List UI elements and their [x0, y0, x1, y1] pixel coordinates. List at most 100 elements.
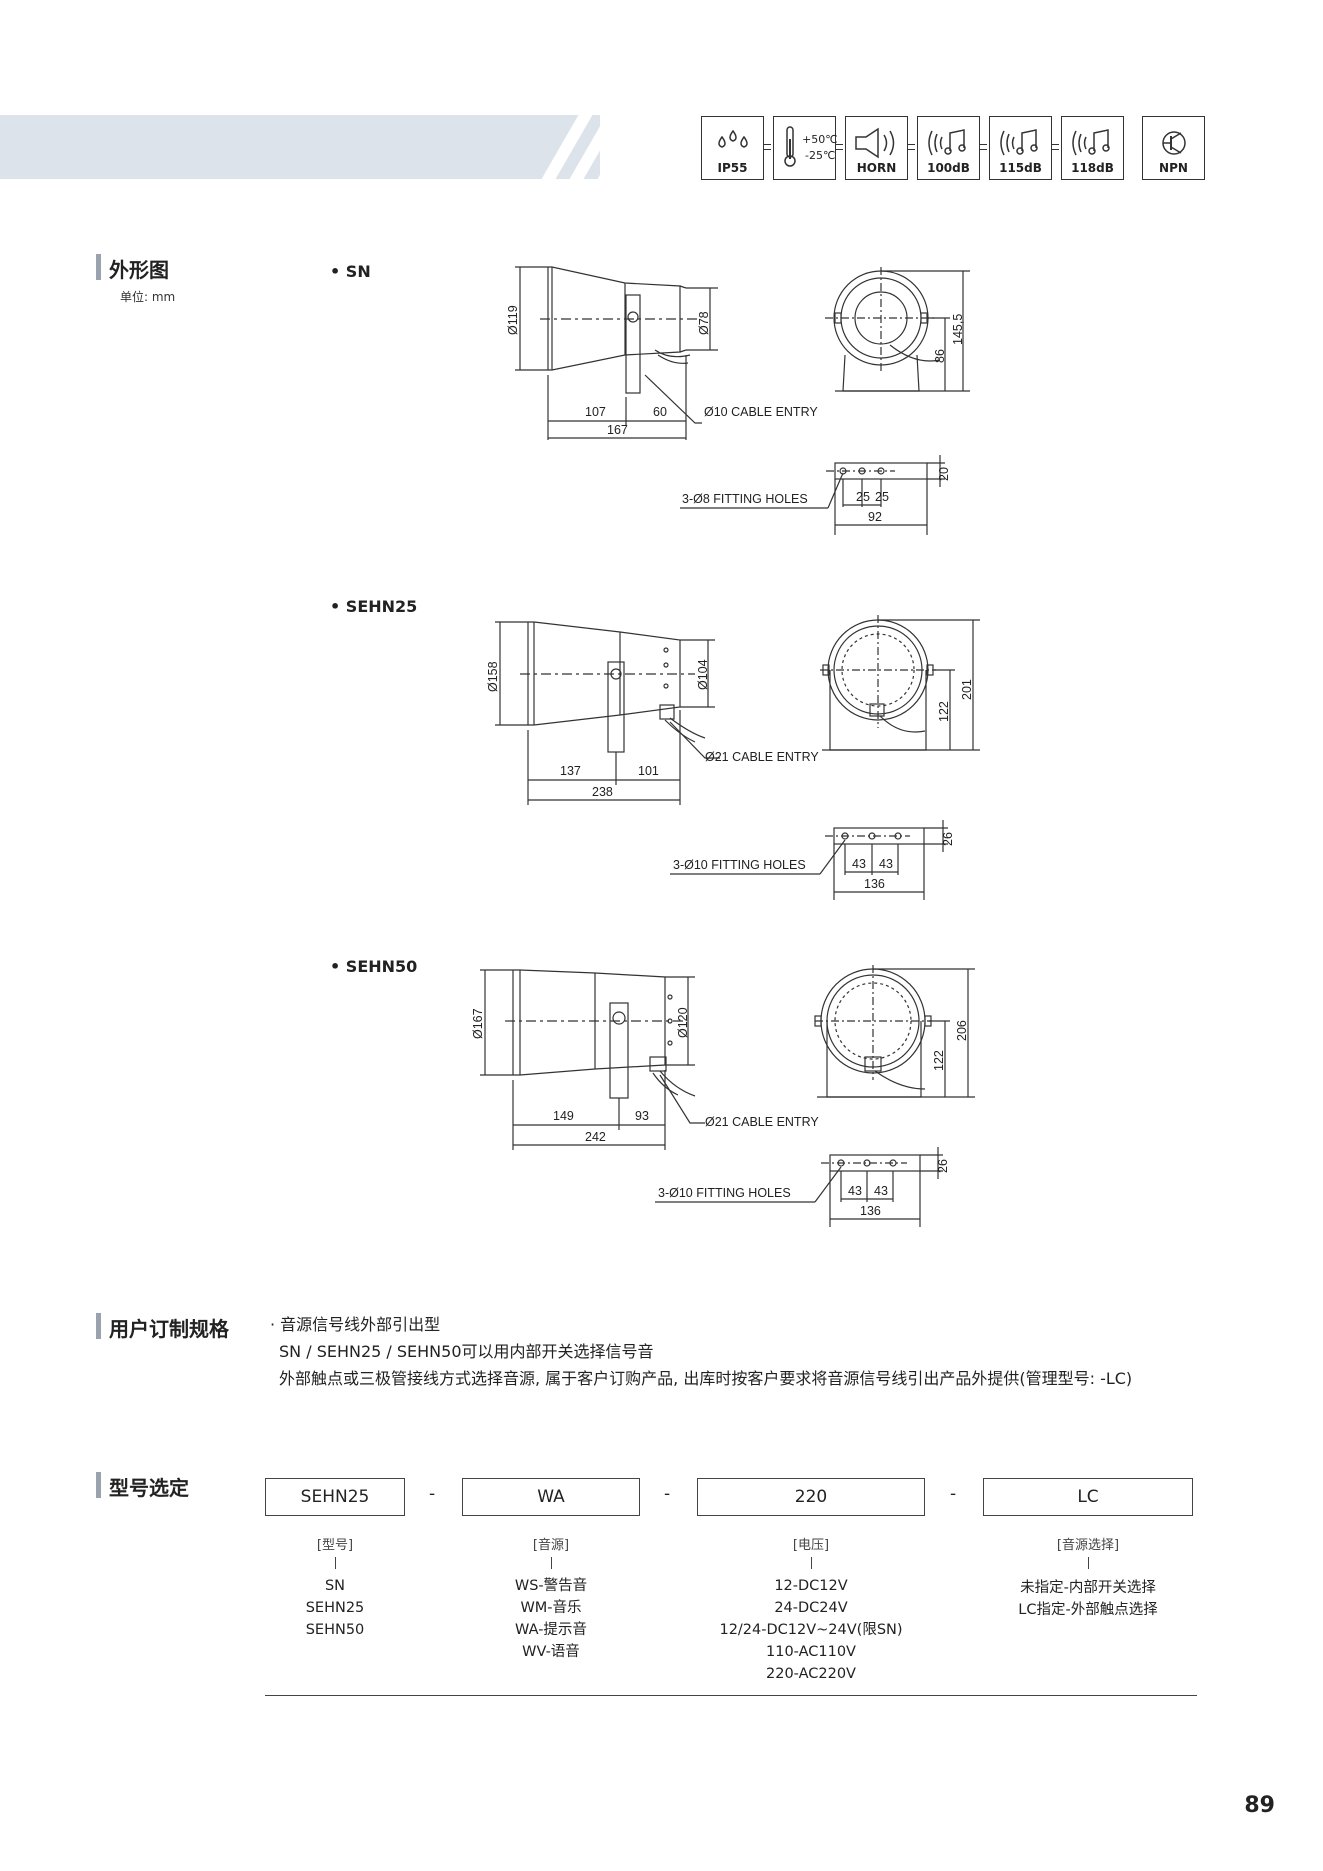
model-category: [型号]: [316, 1538, 354, 1553]
list-item: 220-AC220V: [766, 1666, 856, 1682]
list-item: 未指定-内部开关选择: [1020, 1580, 1156, 1596]
svg-text:93: 93: [635, 1109, 649, 1123]
svg-text:242: 242: [585, 1130, 606, 1144]
horn-icon: [855, 127, 895, 159]
list-item: SN: [324, 1578, 346, 1594]
sound-box: WA: [462, 1478, 640, 1516]
svg-text:201: 201: [960, 679, 974, 700]
sound-icon: [928, 129, 966, 156]
115db-badge: 115dB: [989, 116, 1052, 180]
model-label-sn: • SN: [330, 262, 371, 281]
sound-select-column: [音源选择] 未指定-内部开关选择 LC指定-外部触点选择: [983, 1535, 1193, 1621]
list-item: 12-DC12V: [774, 1578, 848, 1594]
sound-category: [音源]: [532, 1538, 570, 1553]
svg-text:122: 122: [932, 1050, 946, 1071]
sn-drawing: 107 60 167 Ø10 CABLE ENTRY Ø119 Ø78 145,…: [506, 266, 970, 535]
svg-text:206: 206: [955, 1020, 969, 1041]
custom-line-1: · 音源信号线外部引出型: [270, 1315, 441, 1334]
svg-text:Ø10 CABLE ENTRY: Ø10 CABLE ENTRY: [704, 405, 818, 419]
badge-connector: [980, 144, 987, 150]
118db-label: 118dB: [1071, 161, 1114, 175]
custom-title: 用户订制规格: [109, 1317, 229, 1341]
horn-label: HORN: [856, 161, 897, 175]
temp-low: -25℃: [805, 149, 836, 162]
svg-text:101: 101: [638, 764, 659, 778]
thermometer-icon: [784, 126, 796, 167]
custom-line-3: 外部触点或三极管接线方式选择音源, 属于客户订购产品, 出库时按客户要求将音源信…: [279, 1369, 1133, 1388]
badge-connector: [764, 144, 771, 150]
list-item: 24-DC24V: [774, 1600, 848, 1616]
svg-text:Ø78: Ø78: [697, 311, 711, 335]
sound-icon: [1000, 129, 1038, 156]
voltage-box: 220: [697, 1478, 925, 1516]
svg-text:149: 149: [553, 1109, 574, 1123]
svg-text:238: 238: [592, 785, 613, 799]
100db-badge: 100dB: [917, 116, 980, 180]
sound-column: [音源] WS-警告音 WM-音乐 WA-提示音 WV-语音: [462, 1535, 640, 1663]
svg-text:3-Ø10 FITTING HOLES: 3-Ø10 FITTING HOLES: [673, 858, 806, 872]
selection-title: 型号选定: [109, 1476, 189, 1500]
header-band: [0, 115, 600, 179]
svg-text:Ø21 CABLE ENTRY: Ø21 CABLE ENTRY: [705, 750, 819, 764]
npn-label: NPN: [1159, 161, 1188, 175]
list-item: WM-音乐: [520, 1600, 582, 1616]
sehn50-drawing: 149 93 242 Ø21 CABLE ENTRY Ø167 Ø120 206…: [471, 965, 975, 1227]
sound-select-category: [音源选择]: [1056, 1538, 1120, 1553]
voltage-category: [电压]: [792, 1538, 830, 1553]
model-column: [型号] SN SEHN25 SEHN50: [265, 1535, 405, 1641]
separator: -: [950, 1484, 957, 1504]
svg-text:43: 43: [848, 1184, 862, 1198]
sound-icon: [1072, 129, 1110, 156]
svg-text:25: 25: [875, 490, 889, 504]
ip55-label: IP55: [717, 161, 748, 175]
water-drops-icon: [718, 129, 748, 148]
model-label-sehn50: • SEHN50: [330, 957, 418, 976]
model-box: SEHN25: [265, 1478, 405, 1516]
svg-text:26: 26: [936, 1159, 950, 1173]
bottom-rule: [265, 1695, 1197, 1696]
svg-text:60: 60: [653, 405, 667, 419]
section-marker: [96, 1472, 101, 1498]
svg-text:Ø120: Ø120: [676, 1007, 690, 1038]
svg-text:86: 86: [933, 349, 947, 363]
svg-text:Ø104: Ø104: [696, 659, 710, 690]
unit-label: 单位: mm: [120, 290, 176, 304]
list-item: SEHN25: [305, 1600, 365, 1616]
svg-text:20: 20: [937, 467, 951, 481]
svg-text:43: 43: [874, 1184, 888, 1198]
svg-text:26: 26: [941, 832, 955, 846]
svg-text:107: 107: [585, 405, 606, 419]
list-item: SEHN50: [305, 1622, 365, 1638]
svg-text:Ø21 CABLE ENTRY: Ø21 CABLE ENTRY: [705, 1115, 819, 1129]
separator: -: [429, 1484, 436, 1504]
list-item: WA-提示音: [515, 1622, 587, 1638]
svg-text:92: 92: [868, 510, 882, 524]
section-marker: [96, 1313, 101, 1339]
100db-label: 100dB: [927, 161, 970, 175]
svg-text:137: 137: [560, 764, 581, 778]
transistor-icon: [1162, 131, 1186, 155]
header-band-end: [600, 115, 695, 179]
svg-text:167: 167: [607, 423, 628, 437]
svg-text:145,5: 145,5: [951, 314, 965, 345]
list-item: LC指定-外部触点选择: [1018, 1602, 1158, 1618]
svg-text:122: 122: [937, 701, 951, 722]
list-item: WV-语音: [522, 1644, 580, 1660]
118db-badge: 118dB: [1061, 116, 1124, 180]
temp-high: +50℃: [802, 133, 838, 146]
tick-line: [1087, 1557, 1089, 1569]
svg-text:3-Ø10 FITTING HOLES: 3-Ø10 FITTING HOLES: [658, 1186, 791, 1200]
tick-line: [334, 1557, 336, 1569]
badge-connector: [836, 144, 843, 150]
svg-text:Ø158: Ø158: [486, 661, 500, 692]
outline-title: 外形图: [109, 258, 169, 282]
list-item: WS-警告音: [514, 1578, 588, 1594]
badge-connector: [908, 144, 915, 150]
page-number: 89: [1244, 1793, 1275, 1818]
separator: -: [664, 1484, 671, 1504]
model-label-sehn25: • SEHN25: [330, 597, 418, 616]
svg-text:Ø167: Ø167: [471, 1008, 485, 1039]
horn-badge: HORN: [845, 116, 908, 180]
section-marker: [96, 254, 101, 280]
list-item: 110-AC110V: [766, 1644, 856, 1660]
